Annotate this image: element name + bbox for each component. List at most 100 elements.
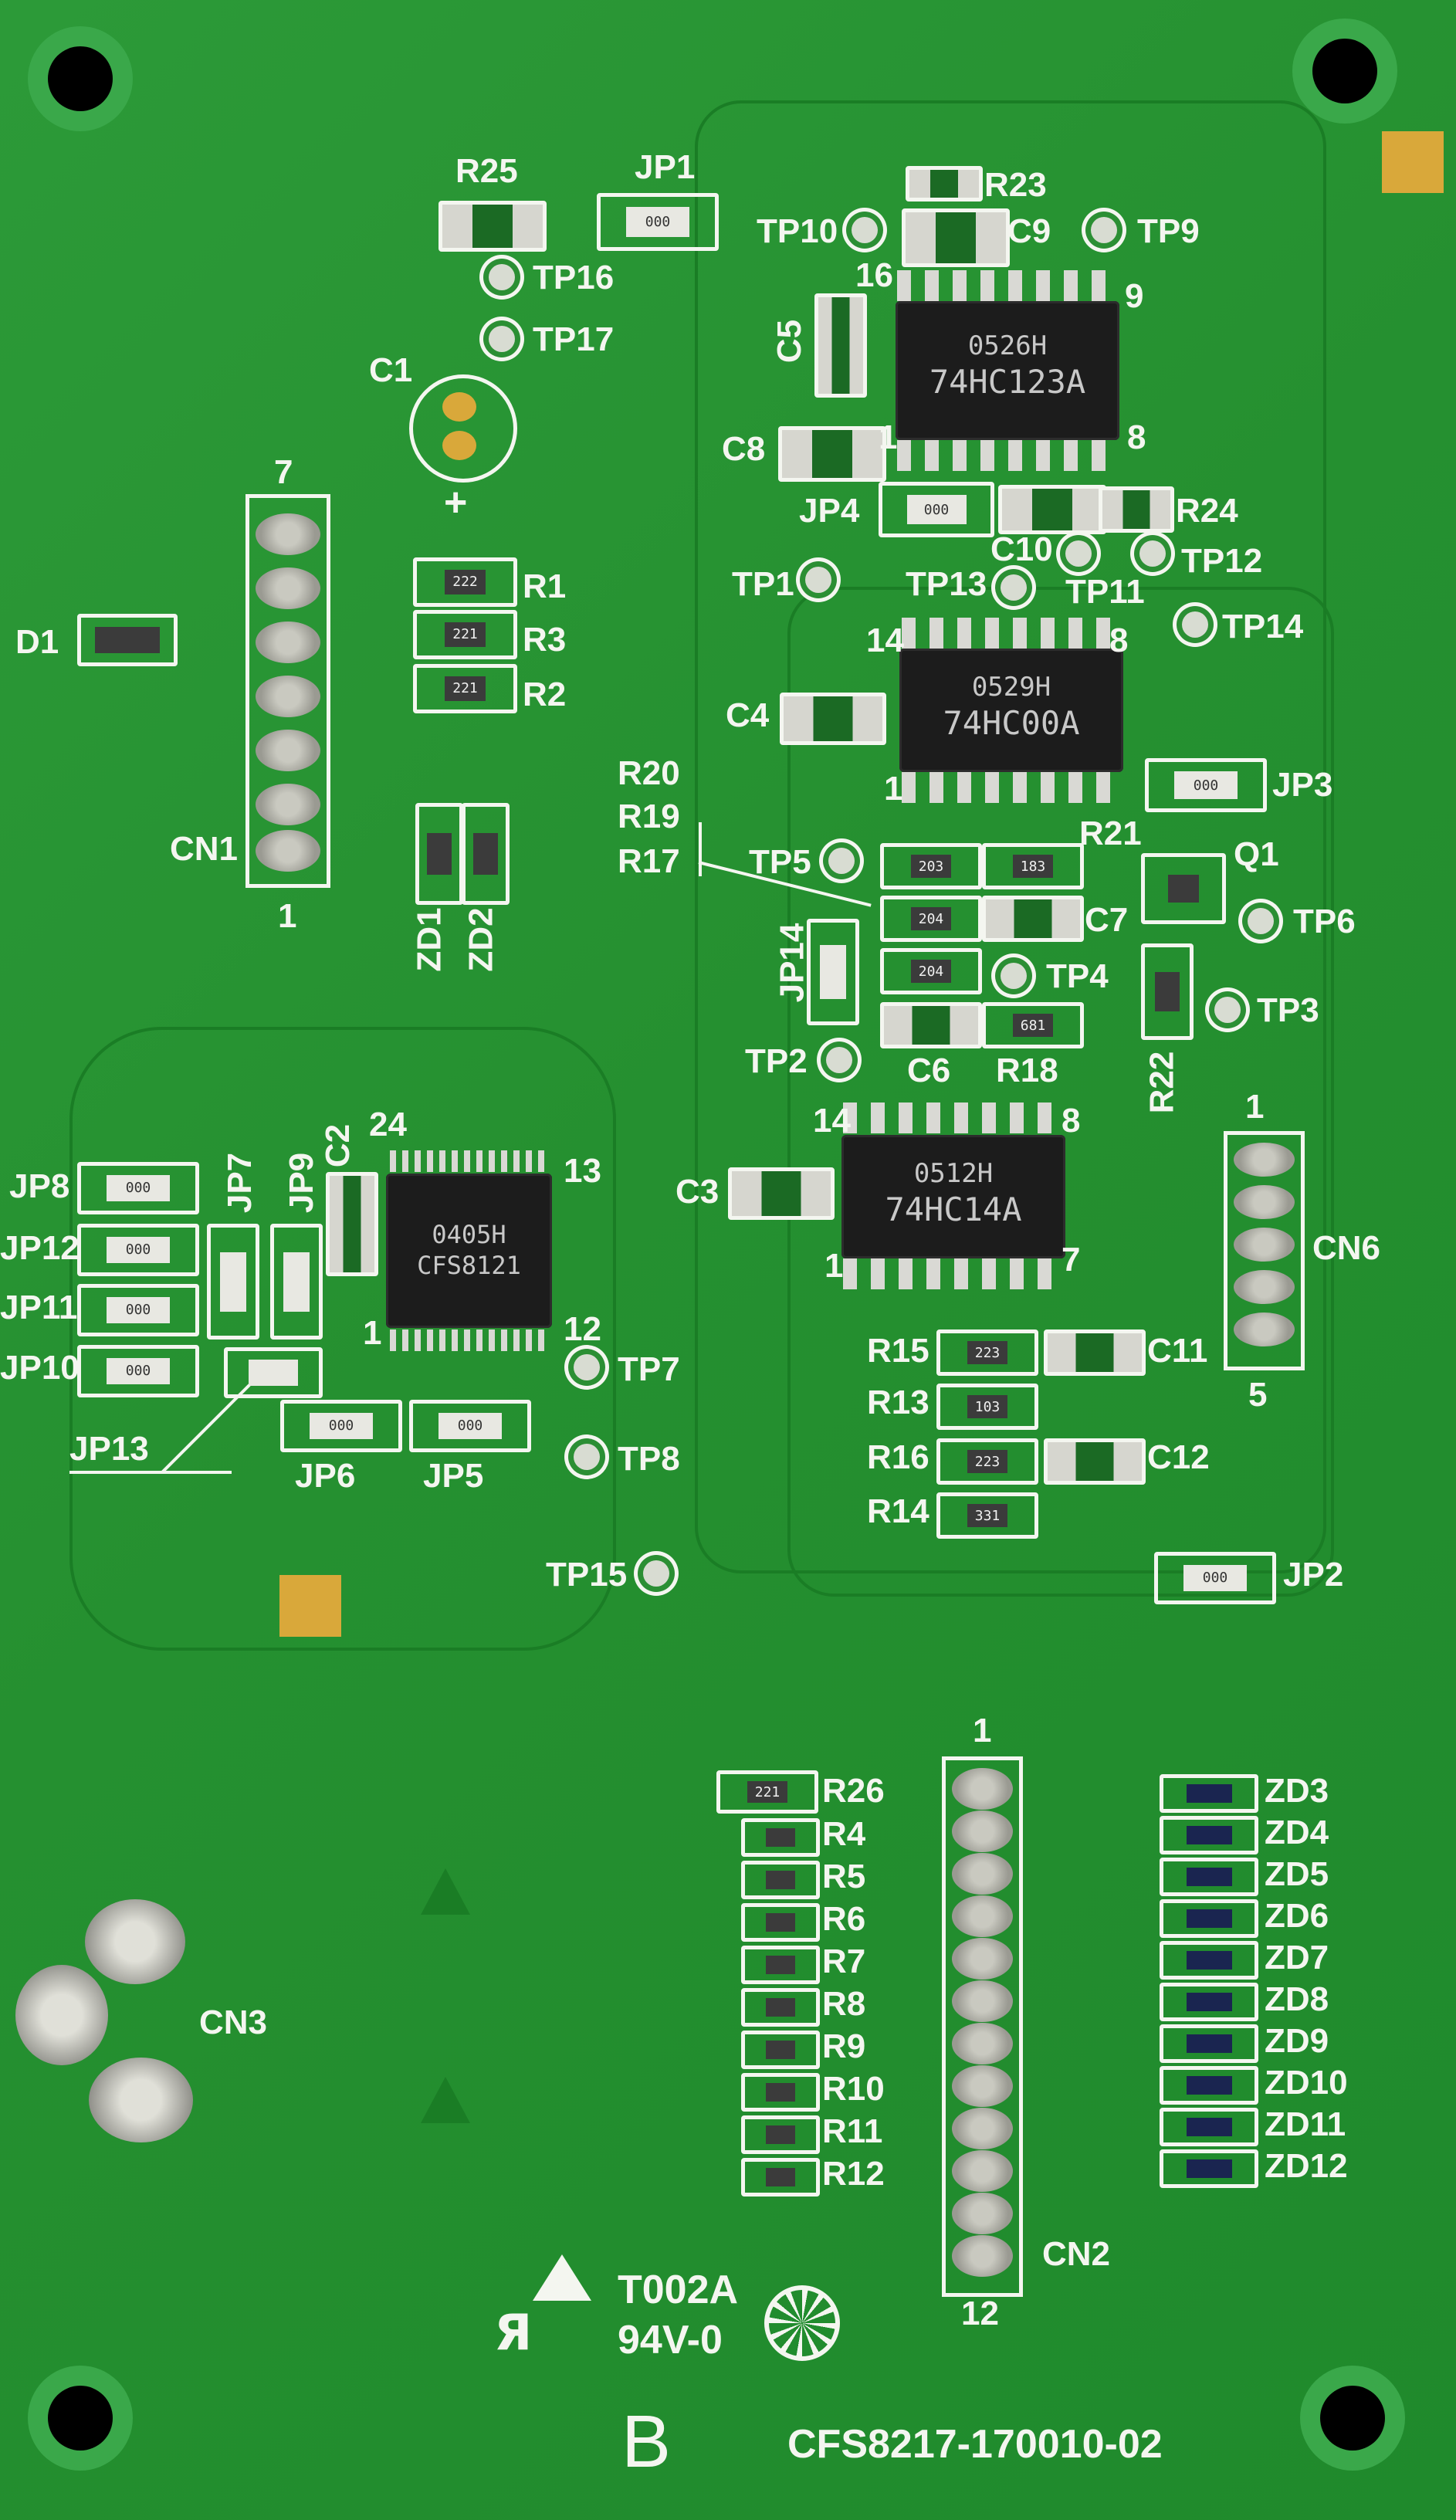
testpoint-tp9 xyxy=(1091,217,1117,243)
silk-label: R23 xyxy=(984,166,1047,204)
capacitor-c8 xyxy=(778,426,886,482)
silk-label: TP17 xyxy=(533,320,615,358)
silk-label: R8 xyxy=(822,1985,866,2023)
silk-label: TP11 xyxy=(1065,573,1145,611)
silk-label: TP4 xyxy=(1046,957,1109,995)
silk-label: R24 xyxy=(1176,492,1238,530)
capacitor-c4 xyxy=(780,693,886,745)
testpoint-tp16 xyxy=(489,264,515,290)
silk-label: R12 xyxy=(822,2155,885,2193)
silk-label: R3 xyxy=(523,621,567,659)
testpoint-tp4 xyxy=(1001,963,1027,989)
silk-label: JP7 xyxy=(221,1152,259,1214)
chip-part-number: 74HC00A xyxy=(943,704,1080,742)
side-letter: B xyxy=(621,2400,672,2483)
resistor-r7 xyxy=(741,1946,820,1984)
jumper-jp10: 000 xyxy=(77,1345,199,1397)
connector-cn1 xyxy=(245,494,330,888)
resistor-r22 xyxy=(1141,943,1194,1040)
silk-label: CN2 xyxy=(1042,2235,1111,2273)
testpoint-tp8 xyxy=(574,1444,600,1470)
testpoint-tp11 xyxy=(1065,540,1092,567)
testpoint-tp2 xyxy=(826,1047,852,1073)
capacitor-c9 xyxy=(902,208,1010,267)
resistor-r23 xyxy=(906,166,983,202)
testpoint-tp6 xyxy=(1248,908,1274,934)
silk-label: 8 xyxy=(1109,622,1129,659)
silk-label: ZD5 xyxy=(1265,1855,1329,1893)
silk-label: CN1 xyxy=(170,830,239,868)
resistor-r3: 221 xyxy=(413,610,517,659)
silk-label: ZD11 xyxy=(1265,2105,1346,2143)
silk-label: R11 xyxy=(822,2112,883,2150)
resistor-r12 xyxy=(741,2158,820,2197)
silk-label: JP14 xyxy=(773,923,811,1003)
silk-label: CN6 xyxy=(1312,1229,1381,1267)
silk-label: 1 xyxy=(879,418,898,456)
zener-zd8 xyxy=(1160,1983,1258,2021)
resistor-r8 xyxy=(741,1988,820,2027)
silk-label: 9 xyxy=(1125,277,1144,315)
zener-zd1 xyxy=(415,803,463,905)
silk-label: C2 xyxy=(319,1123,357,1168)
silk-label: 24 xyxy=(369,1106,407,1143)
capacitor-c2 xyxy=(326,1172,378,1276)
jumper-jp9 xyxy=(270,1224,323,1340)
chip-marking: 0529H xyxy=(971,672,1051,703)
silk-label: ZD6 xyxy=(1265,1897,1329,1935)
silk-label: JP1 xyxy=(635,148,696,186)
capacitor-c5 xyxy=(814,293,867,398)
resistor-r20: 203 xyxy=(880,843,982,889)
resistor-r15: 223 xyxy=(936,1329,1038,1376)
silk-label: JP8 xyxy=(9,1167,70,1205)
testpoint-tp13 xyxy=(1001,574,1027,601)
resistor-r11 xyxy=(741,2115,820,2154)
testpoint-tp17 xyxy=(489,326,515,352)
connector-cn3-pad xyxy=(85,1899,185,1984)
testpoint-tp5 xyxy=(828,848,855,874)
chip-u1: 0405H CFS8121 xyxy=(386,1174,552,1328)
silk-label: R10 xyxy=(822,2070,885,2108)
silk-label: 8 xyxy=(1127,418,1146,456)
silk-label: C1 xyxy=(369,351,413,389)
capacitor-c10 xyxy=(998,485,1106,534)
testpoint-tp7 xyxy=(574,1354,600,1380)
chip-pins xyxy=(390,1329,548,1351)
testpoint-tp15 xyxy=(643,1560,669,1587)
silk-label: TP12 xyxy=(1181,542,1263,580)
silk-label: JP5 xyxy=(423,1457,484,1495)
resistor-r5 xyxy=(741,1861,820,1899)
jumper-jp6: 000 xyxy=(280,1400,402,1452)
silk-label: JP10 xyxy=(0,1349,80,1387)
connector-cn3-pad xyxy=(15,1965,108,2065)
silk-label: C10 xyxy=(990,530,1053,568)
chip-pins xyxy=(902,618,1110,649)
silk-label: 8 xyxy=(1062,1102,1081,1140)
jumper-jp3: 000 xyxy=(1145,758,1267,812)
jumper-jp13 xyxy=(224,1347,323,1398)
silk-label: Q1 xyxy=(1234,835,1279,873)
trace-outline xyxy=(69,1027,616,1651)
connector-cn2 xyxy=(942,1756,1023,2297)
resistor-r25 xyxy=(438,201,547,252)
silk-label: R1 xyxy=(523,567,567,605)
silk-label: JP13 xyxy=(69,1430,149,1468)
silk-label: 12 xyxy=(564,1310,601,1348)
chip-marking: 0512H xyxy=(913,1158,994,1189)
capacitor-c3 xyxy=(728,1167,835,1220)
silk-label: R2 xyxy=(523,676,567,713)
silk-label: 14 xyxy=(866,622,904,659)
zener-zd9 xyxy=(1160,2024,1258,2063)
chip-part-number: CFS8121 xyxy=(417,1251,521,1280)
chip-pins xyxy=(390,1150,548,1172)
silk-label: R9 xyxy=(822,2027,866,2065)
silk-label: 1 xyxy=(973,1712,992,1749)
silk-label: TP16 xyxy=(533,259,615,296)
jumper-jp4: 000 xyxy=(879,482,994,537)
zener-zd4 xyxy=(1160,1816,1258,1854)
silk-label: R13 xyxy=(867,1384,929,1421)
resistor-r4 xyxy=(741,1818,820,1857)
silk-label: TP10 xyxy=(757,212,838,250)
silk-label: C7 xyxy=(1085,901,1129,939)
silk-label: 13 xyxy=(564,1152,601,1190)
